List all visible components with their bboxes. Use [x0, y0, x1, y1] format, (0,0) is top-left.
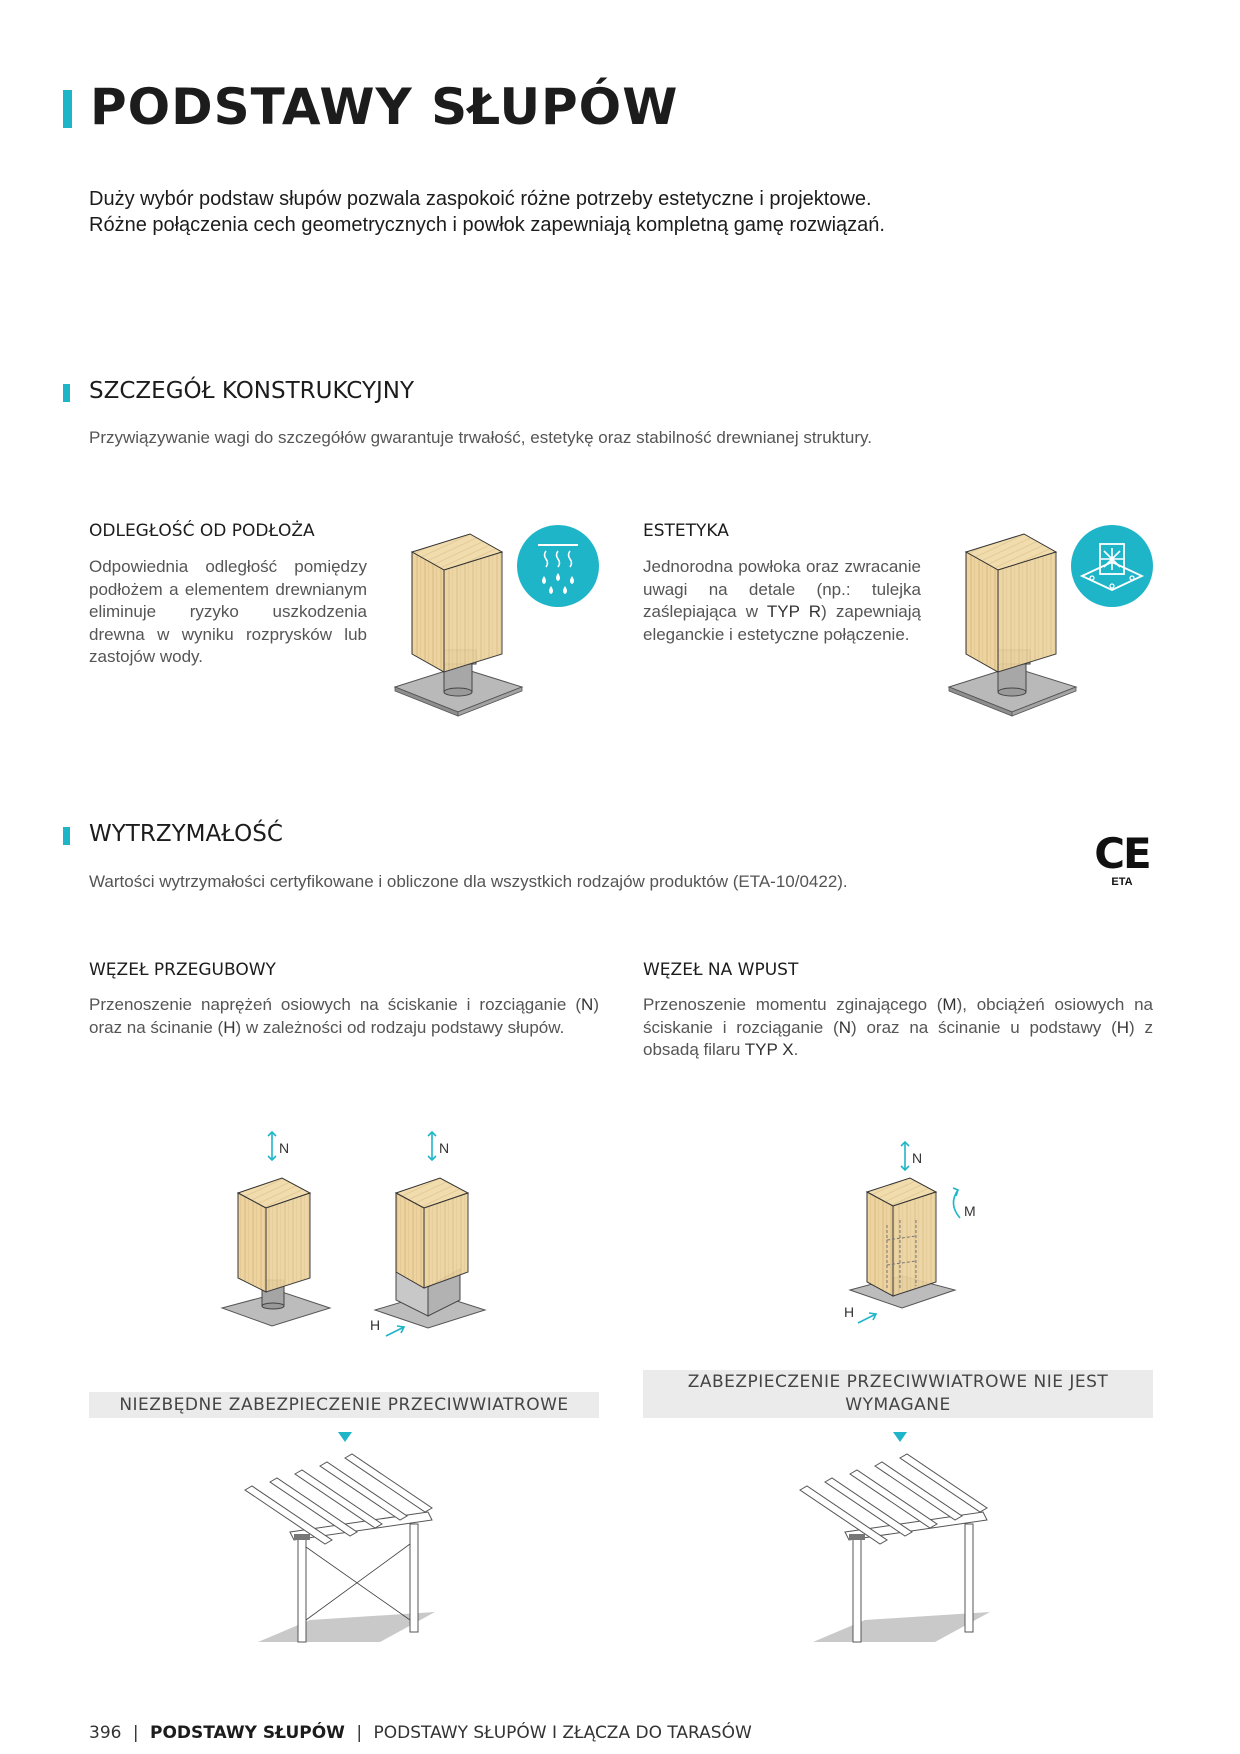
down-arrow-left — [338, 1432, 352, 1442]
mortise-joint-text: Przenoszenie momentu zginającego (M), ob… — [643, 994, 1153, 1062]
mortise-joint-title: WĘZEŁ NA WPUST — [643, 960, 799, 980]
mortise-text-m: M — [942, 995, 957, 1014]
aesthetics-text-part1: Jednorodna powłoka oraz zwracanie uwagi … — [643, 557, 921, 621]
footer-section: PODSTAWY SŁUPÓW — [150, 1723, 345, 1743]
intro-text: Duży wybór podstaw słupów pozwala zaspok… — [89, 186, 1149, 238]
mortise-text-1: Przenoszenie momentu zginającego ( — [643, 995, 943, 1014]
section1-description: Przywiązywanie wagi do szczegółów gwaran… — [89, 428, 872, 447]
mortise-joint-illustration: N M H — [844, 1140, 976, 1324]
down-arrow-right — [893, 1432, 907, 1442]
wind-bracing-not-required-band: ZABEZPIECZENIE PRZECIWWIATROWE NIE JEST … — [643, 1370, 1153, 1418]
hinged-h-label: H — [370, 1317, 380, 1333]
pergola-without-bracing-illustration — [799, 1453, 990, 1643]
hinged-joint-text: Przenoszenie naprężeń osiowych na ściska… — [89, 994, 599, 1039]
ce-mark: CE ETA — [1092, 832, 1152, 892]
hinged-text-n: N — [581, 995, 594, 1014]
water-drops-icon — [517, 525, 599, 607]
section2-title: WYTRZYMAŁOŚĆ — [89, 821, 283, 847]
mortise-text-2: ), obciążeń osiowych na ściskanie i rozc… — [643, 995, 1154, 1037]
mortise-text-3: ) oraz na ścinanie u podstawy ( — [850, 1017, 1117, 1037]
page-number: 396 — [89, 1723, 122, 1743]
mortise-type-x: TYP X — [744, 1040, 794, 1059]
aesthetics-type-r: TYP R — [766, 602, 822, 621]
footer-separator-1: | — [132, 1723, 139, 1743]
aesthetics-text: Jednorodna powłoka oraz zwracanie uwagi … — [643, 556, 921, 646]
hinged-text-3: ) w zależności od rodzaju podstawy słupó… — [235, 1017, 565, 1037]
hinged-joint-title: WĘZEŁ PRZEGUBOWY — [89, 960, 276, 980]
title-accent-bar — [63, 90, 72, 128]
hinged-text-1: Przenoszenie naprężeń osiowych na ściska… — [89, 995, 582, 1014]
hinged-post-b: N H — [370, 1130, 487, 1337]
aesthetics-title: ESTETYKA — [643, 521, 729, 541]
intro-line-2: Różne połączenia cech geometrycznych i p… — [89, 214, 885, 236]
footer-separator-2: | — [356, 1723, 363, 1743]
mortise-text-h: H — [1116, 1017, 1130, 1037]
page-footer: 396 | PODSTAWY SŁUPÓW | PODSTAWY SŁUPÓW … — [89, 1723, 752, 1743]
mortise-h-label: H — [844, 1304, 854, 1320]
mortise-text-n: N — [838, 1017, 851, 1037]
aesthetics-text-part2: ) zapewniają eleganckie i estetyczne poł… — [643, 602, 921, 644]
mortise-text-4: ) z obsadą filaru — [643, 1017, 1153, 1060]
ce-mark-label: ETA — [1111, 876, 1133, 888]
mortise-n-label: N — [912, 1150, 922, 1166]
section1-accent-bar — [63, 384, 70, 402]
section2-accent-bar — [63, 827, 70, 845]
wind-bracing-required-band: NIEZBĘDNE ZABEZPIECZENIE PRZECIWWIATROWE — [89, 1392, 599, 1418]
hinged-n-label-a: N — [279, 1140, 289, 1156]
page-title: PODSTAWY SŁUPÓW — [90, 78, 679, 136]
post-base-illustration-1 — [393, 533, 524, 717]
pergola-with-bracing-illustration — [244, 1453, 435, 1643]
mortise-m-label: M — [964, 1203, 976, 1219]
hinged-post-a: N — [220, 1130, 332, 1327]
hinged-joint-illustration: N N H — [220, 1130, 487, 1337]
sparkle-plate-icon — [1071, 525, 1153, 607]
hinged-text-2: ) oraz na ścinanie ( — [89, 995, 599, 1037]
ce-mark-symbol: CE — [1094, 829, 1152, 878]
intro-line-1: Duży wybór podstaw słupów pozwala zaspok… — [89, 188, 872, 210]
ground-distance-title: ODLEGŁOŚĆ OD PODŁOŻA — [89, 521, 315, 541]
mortise-text-5: . — [793, 1040, 799, 1059]
hinged-text-h: H — [223, 1017, 236, 1037]
hinged-n-label-b: N — [439, 1140, 449, 1156]
section2-description: Wartości wytrzymałości certyfikowane i o… — [89, 872, 848, 891]
footer-catalog-name: PODSTAWY SŁUPÓW I ZŁĄCZA DO TARASÓW — [373, 1723, 752, 1743]
post-base-illustration-2 — [947, 533, 1078, 717]
section1-title: SZCZEGÓŁ KONSTRUKCYJNY — [89, 378, 415, 404]
ground-distance-text: Odpowiednia odległość pomiędzy podłożem … — [89, 557, 367, 666]
